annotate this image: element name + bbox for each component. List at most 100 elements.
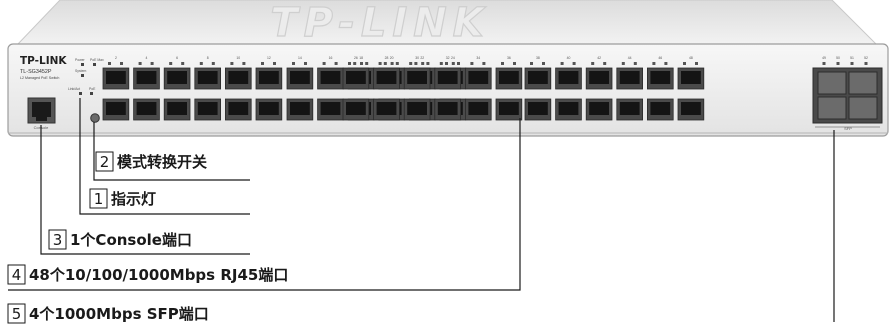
rj45-port[interactable] (616, 98, 643, 121)
port-led (365, 62, 369, 65)
sfp-port[interactable] (848, 96, 878, 120)
rj45-port[interactable] (585, 67, 613, 90)
rj45-port[interactable] (286, 98, 314, 121)
led-poe (90, 92, 93, 95)
callout-number: 5 (12, 305, 22, 323)
port-led (360, 62, 363, 65)
rj45-port[interactable] (464, 98, 492, 121)
rj45-port[interactable] (555, 98, 582, 121)
callout-rj45-ports: 48个10/100/1000Mbps RJ45端口 (29, 266, 288, 284)
rj45-port[interactable] (342, 67, 370, 90)
port-number-label: 8 (207, 56, 209, 60)
port-led (348, 62, 351, 65)
callout-number-box (95, 151, 114, 172)
led-system (81, 74, 84, 77)
rj45-port[interactable] (677, 67, 705, 90)
rj45-port[interactable] (434, 98, 461, 121)
port-led (261, 62, 264, 65)
callout-number: 4 (12, 266, 22, 284)
port-number-label: 6 (176, 56, 178, 60)
mode-switch-button[interactable] (90, 113, 100, 123)
rj45-port[interactable] (373, 98, 400, 121)
sfp-label: SFP (844, 126, 852, 131)
leader-line-mode-switch (93, 122, 250, 181)
rj45-port[interactable] (647, 67, 674, 90)
port-number-label: 48 (689, 56, 693, 60)
rj45-port[interactable] (194, 67, 222, 90)
rj45-port[interactable] (224, 98, 252, 121)
port-led (108, 62, 111, 65)
rj45-port[interactable] (647, 98, 674, 121)
rj45-port[interactable] (163, 98, 191, 121)
rj45-port[interactable] (194, 98, 222, 121)
led-label-link-act: Link/Act (68, 87, 80, 91)
port-number-label: 38 (536, 56, 540, 60)
sfp-port[interactable] (817, 71, 847, 95)
rj45-port[interactable] (434, 67, 461, 90)
callout-sfp-ports: 4个1000Mbps SFP端口 (29, 305, 209, 323)
port-led (621, 62, 625, 65)
rj45-port[interactable] (342, 98, 370, 121)
led-label-power: Power (75, 58, 85, 62)
port-led (451, 62, 455, 65)
callout-number-box (89, 188, 108, 209)
sfp-number-label: 51 (850, 56, 854, 60)
sfp-port[interactable] (817, 96, 847, 120)
rj45-port[interactable] (555, 67, 582, 90)
port-led (378, 62, 382, 65)
port-led (230, 62, 234, 65)
callout-number-box (7, 264, 26, 285)
rj45-port[interactable] (255, 67, 283, 90)
callout-indicator: 指示灯 (111, 190, 156, 208)
port-led (482, 62, 486, 65)
port-led (445, 62, 448, 65)
sfp-number-label: 49 (822, 56, 826, 60)
rj45-port[interactable] (585, 98, 613, 121)
rj45-port[interactable] (133, 67, 160, 90)
brand-logo: TP-LINK (20, 55, 67, 67)
port-number-label: 2 (115, 56, 117, 60)
rj45-port[interactable] (495, 98, 523, 121)
port-led (273, 62, 276, 65)
led-label-poe-max: PoE Max (90, 58, 104, 62)
rj45-port[interactable] (524, 98, 552, 121)
port-number-label: 24 (451, 56, 455, 60)
port-number-label: 44 (628, 56, 632, 60)
port-number-label: 14 (298, 56, 302, 60)
port-led (501, 62, 504, 65)
port-number-label: 36 (507, 56, 511, 60)
rj45-port[interactable] (317, 98, 344, 121)
port-led (652, 62, 656, 65)
rj45-port[interactable] (403, 98, 431, 121)
port-led (169, 62, 173, 65)
port-led (390, 62, 394, 65)
port-led (242, 62, 246, 65)
rj45-port[interactable] (495, 67, 523, 90)
rj45-port[interactable] (286, 67, 314, 90)
callout-number-box (48, 229, 67, 250)
rj45-port[interactable] (255, 98, 283, 121)
rj45-port[interactable] (524, 67, 552, 90)
leader-line-console (40, 125, 250, 255)
rj45-port[interactable] (102, 98, 130, 121)
port-number-label: 4 (146, 56, 148, 60)
port-led (530, 62, 533, 65)
port-number-label: 34 (476, 56, 480, 60)
led-label-poe: PoE (89, 87, 96, 91)
sfp-port[interactable] (848, 71, 878, 95)
rj45-port[interactable] (133, 98, 160, 121)
model-name: TL-SG3452P (20, 69, 52, 75)
port-led (457, 62, 460, 65)
rj45-port[interactable] (677, 98, 705, 121)
leader-line-rj45 (8, 118, 521, 291)
rj45-port[interactable] (616, 67, 643, 90)
rj45-port[interactable] (317, 67, 344, 90)
rj45-port[interactable] (102, 67, 130, 90)
port-number-label: 18 (359, 56, 363, 60)
rj45-port[interactable] (224, 67, 252, 90)
port-number-label: 16 (329, 56, 333, 60)
rj45-port[interactable] (373, 67, 400, 90)
rj45-port[interactable] (464, 67, 492, 90)
rj45-port[interactable] (403, 67, 431, 90)
rj45-port[interactable] (163, 67, 191, 90)
